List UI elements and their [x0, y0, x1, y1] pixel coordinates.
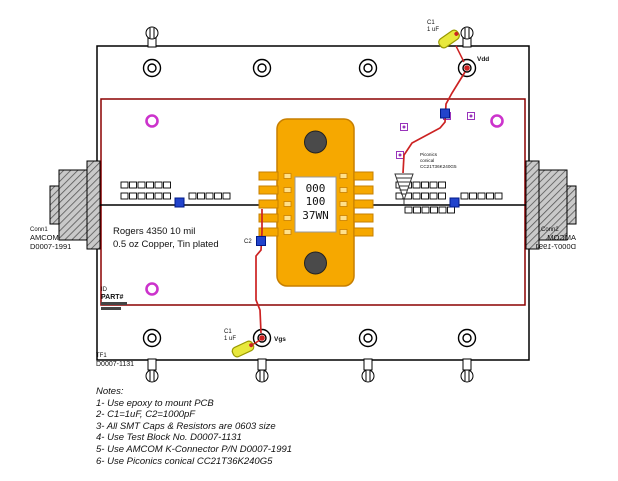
connector-right — [525, 160, 577, 250]
screw-tab — [460, 358, 474, 383]
magenta-vias — [145, 114, 504, 296]
conn1-mfr: AMCOM — [30, 233, 59, 242]
vgs-pin-dot — [259, 335, 265, 341]
note-line-3: 3- All SMT Caps & Resistors are 0603 siz… — [96, 420, 276, 432]
c1-bottom-value: 1 uF — [224, 336, 236, 342]
package-marking-label — [294, 176, 337, 233]
cap-c2 — [256, 236, 266, 246]
package-marking-line2: 100 — [306, 195, 326, 208]
note-line-4: 4- Use Test Block No. D0007-1131 — [96, 432, 242, 444]
c1-top-cap — [438, 29, 460, 49]
screw-tab — [255, 358, 269, 383]
c1-bottom-cap — [231, 340, 255, 358]
package-mount-hole-bottom — [304, 251, 327, 275]
notes-title: Notes: — [96, 386, 124, 397]
tf1-pn: D0007-1131 — [96, 361, 134, 368]
package-leads-right — [353, 171, 374, 237]
c1-top-wire — [455, 45, 465, 63]
note-line-2: 2- C1=1uF, C2=1000pF — [96, 409, 196, 421]
screw-tab — [145, 358, 159, 383]
board-material-line2: 0.5 oz Copper, Tin plated — [113, 239, 219, 250]
note-line-6: 6- Use Piconics conical CC21T36K240G5 — [96, 455, 273, 467]
notes-block: Notes: 1- Use epoxy to mount PCB 2- C1=1… — [96, 386, 292, 467]
mounting-holes — [142, 58, 477, 348]
note-line-5: 5- Use AMCOM K-Connector P/N D0007-1991 — [96, 443, 293, 455]
piconics-label-line2: conical — [420, 158, 434, 163]
c1-top-label: C1 — [427, 20, 435, 26]
piconics-label-line1: Piconics — [420, 152, 438, 157]
conn2-label: Conn2 — [541, 227, 559, 233]
cap-right — [449, 197, 460, 208]
screw-tab — [145, 26, 159, 48]
vgs-wire — [255, 209, 263, 334]
id-label: ID — [101, 287, 108, 293]
package-mount-hole-top — [304, 130, 327, 154]
tf1-label: TF1 — [96, 353, 107, 359]
screw-tab — [361, 358, 375, 383]
connector-left — [49, 160, 101, 250]
c2-label: C2 — [244, 239, 252, 245]
cap-left — [174, 197, 185, 208]
package-marking-line1: 000 — [306, 182, 326, 195]
blue-caps — [174, 108, 460, 246]
conn1-pn: D0007-1991 — [30, 242, 71, 251]
conn2-mfr-mirrored: AMCOM — [547, 233, 576, 242]
device-package: 000 100 37WN — [258, 118, 374, 287]
package-inner-pads — [283, 173, 348, 235]
package-leads-left — [258, 171, 279, 237]
conn2-pn-mirrored: D0007-1991 — [535, 242, 576, 251]
conical-inductor — [394, 173, 414, 205]
c1-top-value: 1 uF — [427, 27, 439, 33]
package-marking-line3: 37WN — [302, 209, 329, 222]
pcb-outline — [100, 98, 526, 306]
piconics-label-line3: CC21T36K240G5 — [420, 164, 457, 169]
cap-vdd — [440, 108, 450, 119]
smt-footprints-left — [120, 181, 231, 200]
board-material-line1: Rogers 4350 10 mil — [113, 226, 195, 237]
conn1-label: Conn1 — [30, 227, 48, 233]
vdd-label: Vdd — [477, 56, 489, 63]
vdd-pin-dot — [464, 65, 470, 71]
vdd-wire — [402, 71, 466, 174]
part-fineprint-bar1 — [101, 302, 127, 305]
part-label: PART# — [101, 294, 124, 301]
screw-tab — [460, 26, 474, 48]
vgs-label: Vgs — [274, 336, 286, 343]
c1-bottom-label: C1 — [224, 329, 232, 335]
note-line-1: 1- Use epoxy to mount PCB — [96, 397, 214, 409]
part-fineprint-bar2 — [101, 307, 121, 310]
